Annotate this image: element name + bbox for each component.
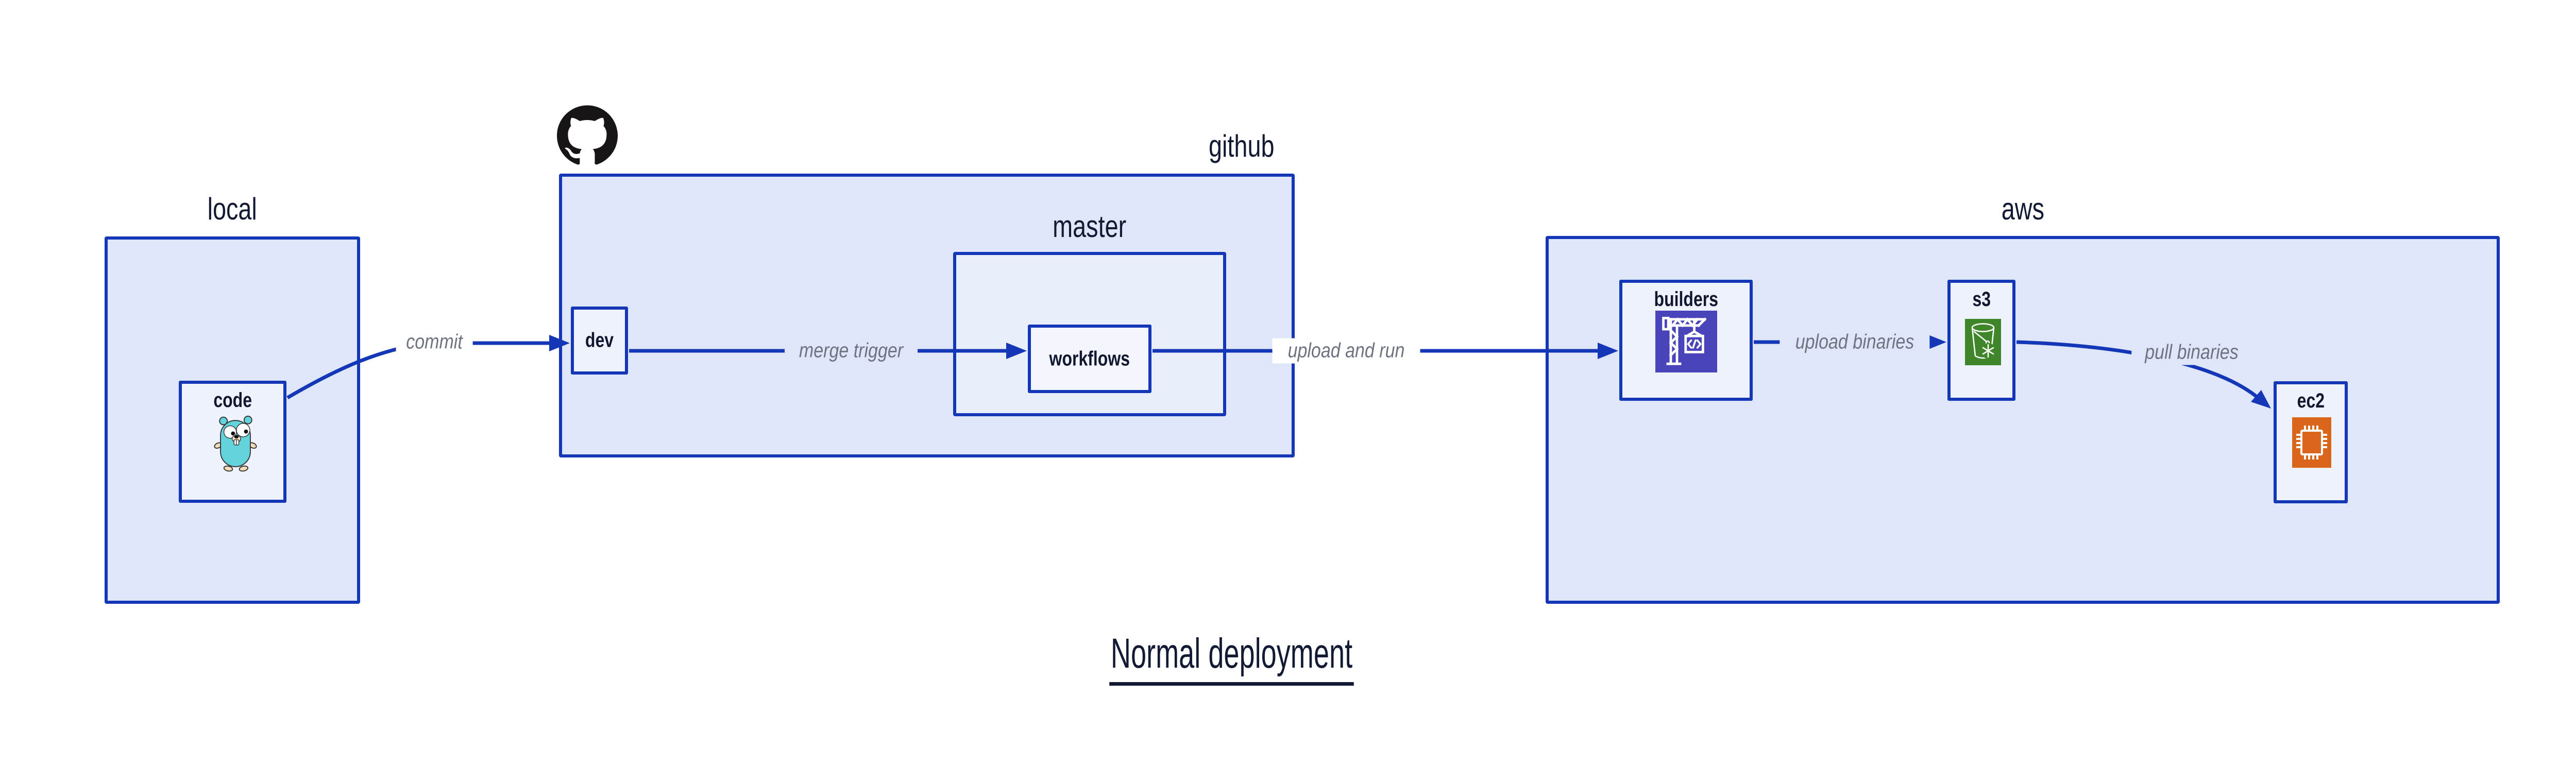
node-builders: builders <box>1619 280 1753 401</box>
ec2-chip-icon <box>2292 417 2331 468</box>
node-code: code <box>179 381 286 503</box>
node-label-ec2: ec2 <box>2297 389 2325 412</box>
edge-label-upload-and-run: upload and run <box>1272 338 1420 364</box>
edge-label-merge-trigger: merge trigger <box>785 338 918 364</box>
node-label-code: code <box>213 389 252 412</box>
node-dev: dev <box>571 307 628 375</box>
container-label-local: local <box>207 192 258 226</box>
container-label-aws: aws <box>2001 192 2044 226</box>
node-ec2: ec2 <box>2274 381 2348 503</box>
codebuild-crane-icon <box>1655 311 1717 372</box>
github-logo-icon <box>557 105 618 165</box>
edge-label-upload-binaries: upload binaries <box>1780 329 1930 355</box>
edge-label-pull-binaries: pull binaries <box>2131 339 2252 365</box>
node-s3: s3 <box>1947 280 2015 401</box>
container-label-github: github <box>1208 129 1275 163</box>
node-label-dev: dev <box>585 329 614 352</box>
container-label-master: master <box>1053 209 1127 244</box>
edge-label-commit: commit <box>396 329 473 355</box>
diagram-title: Normal deployment <box>1025 630 1437 686</box>
go-gopher-icon <box>214 415 257 472</box>
node-label-builders: builders <box>1654 288 1718 311</box>
node-label-workflows: workflows <box>1049 347 1130 370</box>
node-workflows: workflows <box>1028 325 1151 393</box>
node-label-s3: s3 <box>1972 288 1991 311</box>
s3-glacier-bucket-icon <box>1965 319 2001 365</box>
